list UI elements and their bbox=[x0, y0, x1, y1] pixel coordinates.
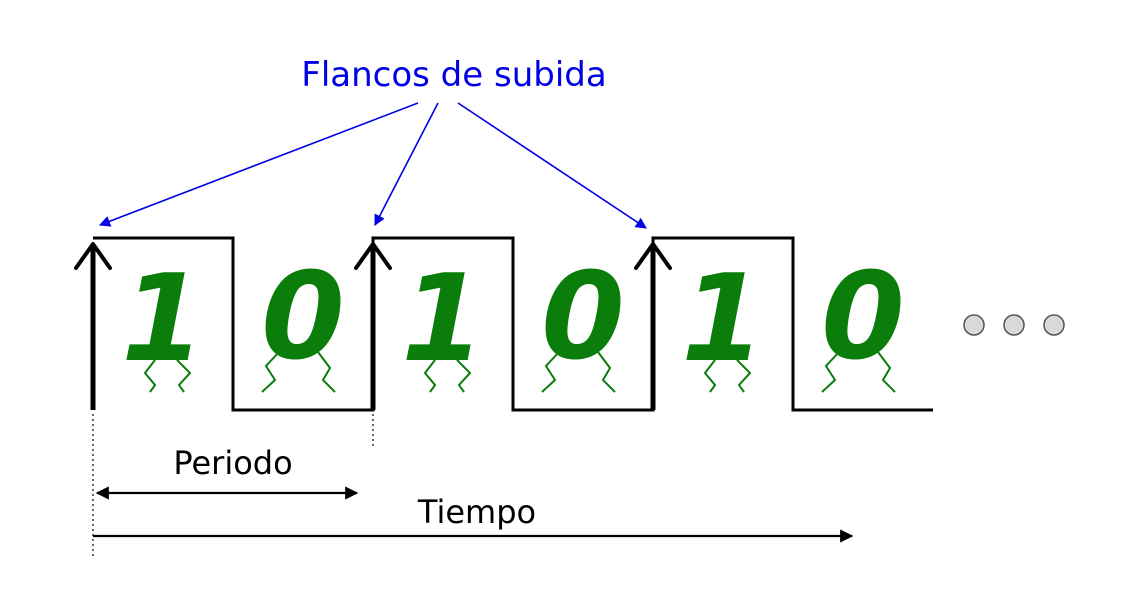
bit-2: 0 bbox=[261, 248, 345, 393]
bit-legs bbox=[541, 351, 616, 393]
rising-edge-arrow-1 bbox=[74, 242, 112, 410]
bit-5: 1 bbox=[681, 250, 765, 393]
bit-legs bbox=[703, 359, 752, 393]
bit-1: 1 bbox=[121, 250, 205, 393]
square-wave-signal bbox=[93, 236, 933, 412]
continuation-ellipsis bbox=[963, 314, 1065, 336]
bit-legs bbox=[423, 359, 472, 393]
bit-digit: 1 bbox=[401, 250, 485, 389]
bit-digit: 1 bbox=[121, 250, 205, 389]
rising-edge-arrow-2 bbox=[354, 242, 392, 410]
bit-digit: 1 bbox=[681, 250, 765, 389]
ellipsis-dot bbox=[1003, 314, 1025, 336]
rising-edge-pointer-arrow-3 bbox=[457, 102, 647, 229]
time-label: Tiempo bbox=[417, 493, 536, 531]
bit-legs bbox=[143, 359, 192, 393]
ellipsis-dot bbox=[1043, 314, 1065, 336]
rising-edge-arrow-3 bbox=[634, 242, 672, 410]
bit-6: 0 bbox=[821, 248, 905, 393]
bit-digit: 0 bbox=[541, 248, 625, 387]
rising-edge-pointer-arrow-1 bbox=[98, 102, 419, 227]
bit-digit: 0 bbox=[261, 248, 345, 387]
period-label: Periodo bbox=[173, 444, 292, 482]
bit-4: 0 bbox=[541, 248, 625, 393]
bit-digit: 0 bbox=[821, 248, 905, 387]
bit-3: 1 bbox=[401, 250, 485, 393]
ellipsis-dot bbox=[963, 314, 985, 336]
bit-legs bbox=[821, 351, 896, 393]
diagram-title: Flancos de subida bbox=[301, 55, 606, 95]
bit-legs bbox=[261, 351, 336, 393]
rising-edge-pointer-arrow-2 bbox=[374, 102, 439, 226]
